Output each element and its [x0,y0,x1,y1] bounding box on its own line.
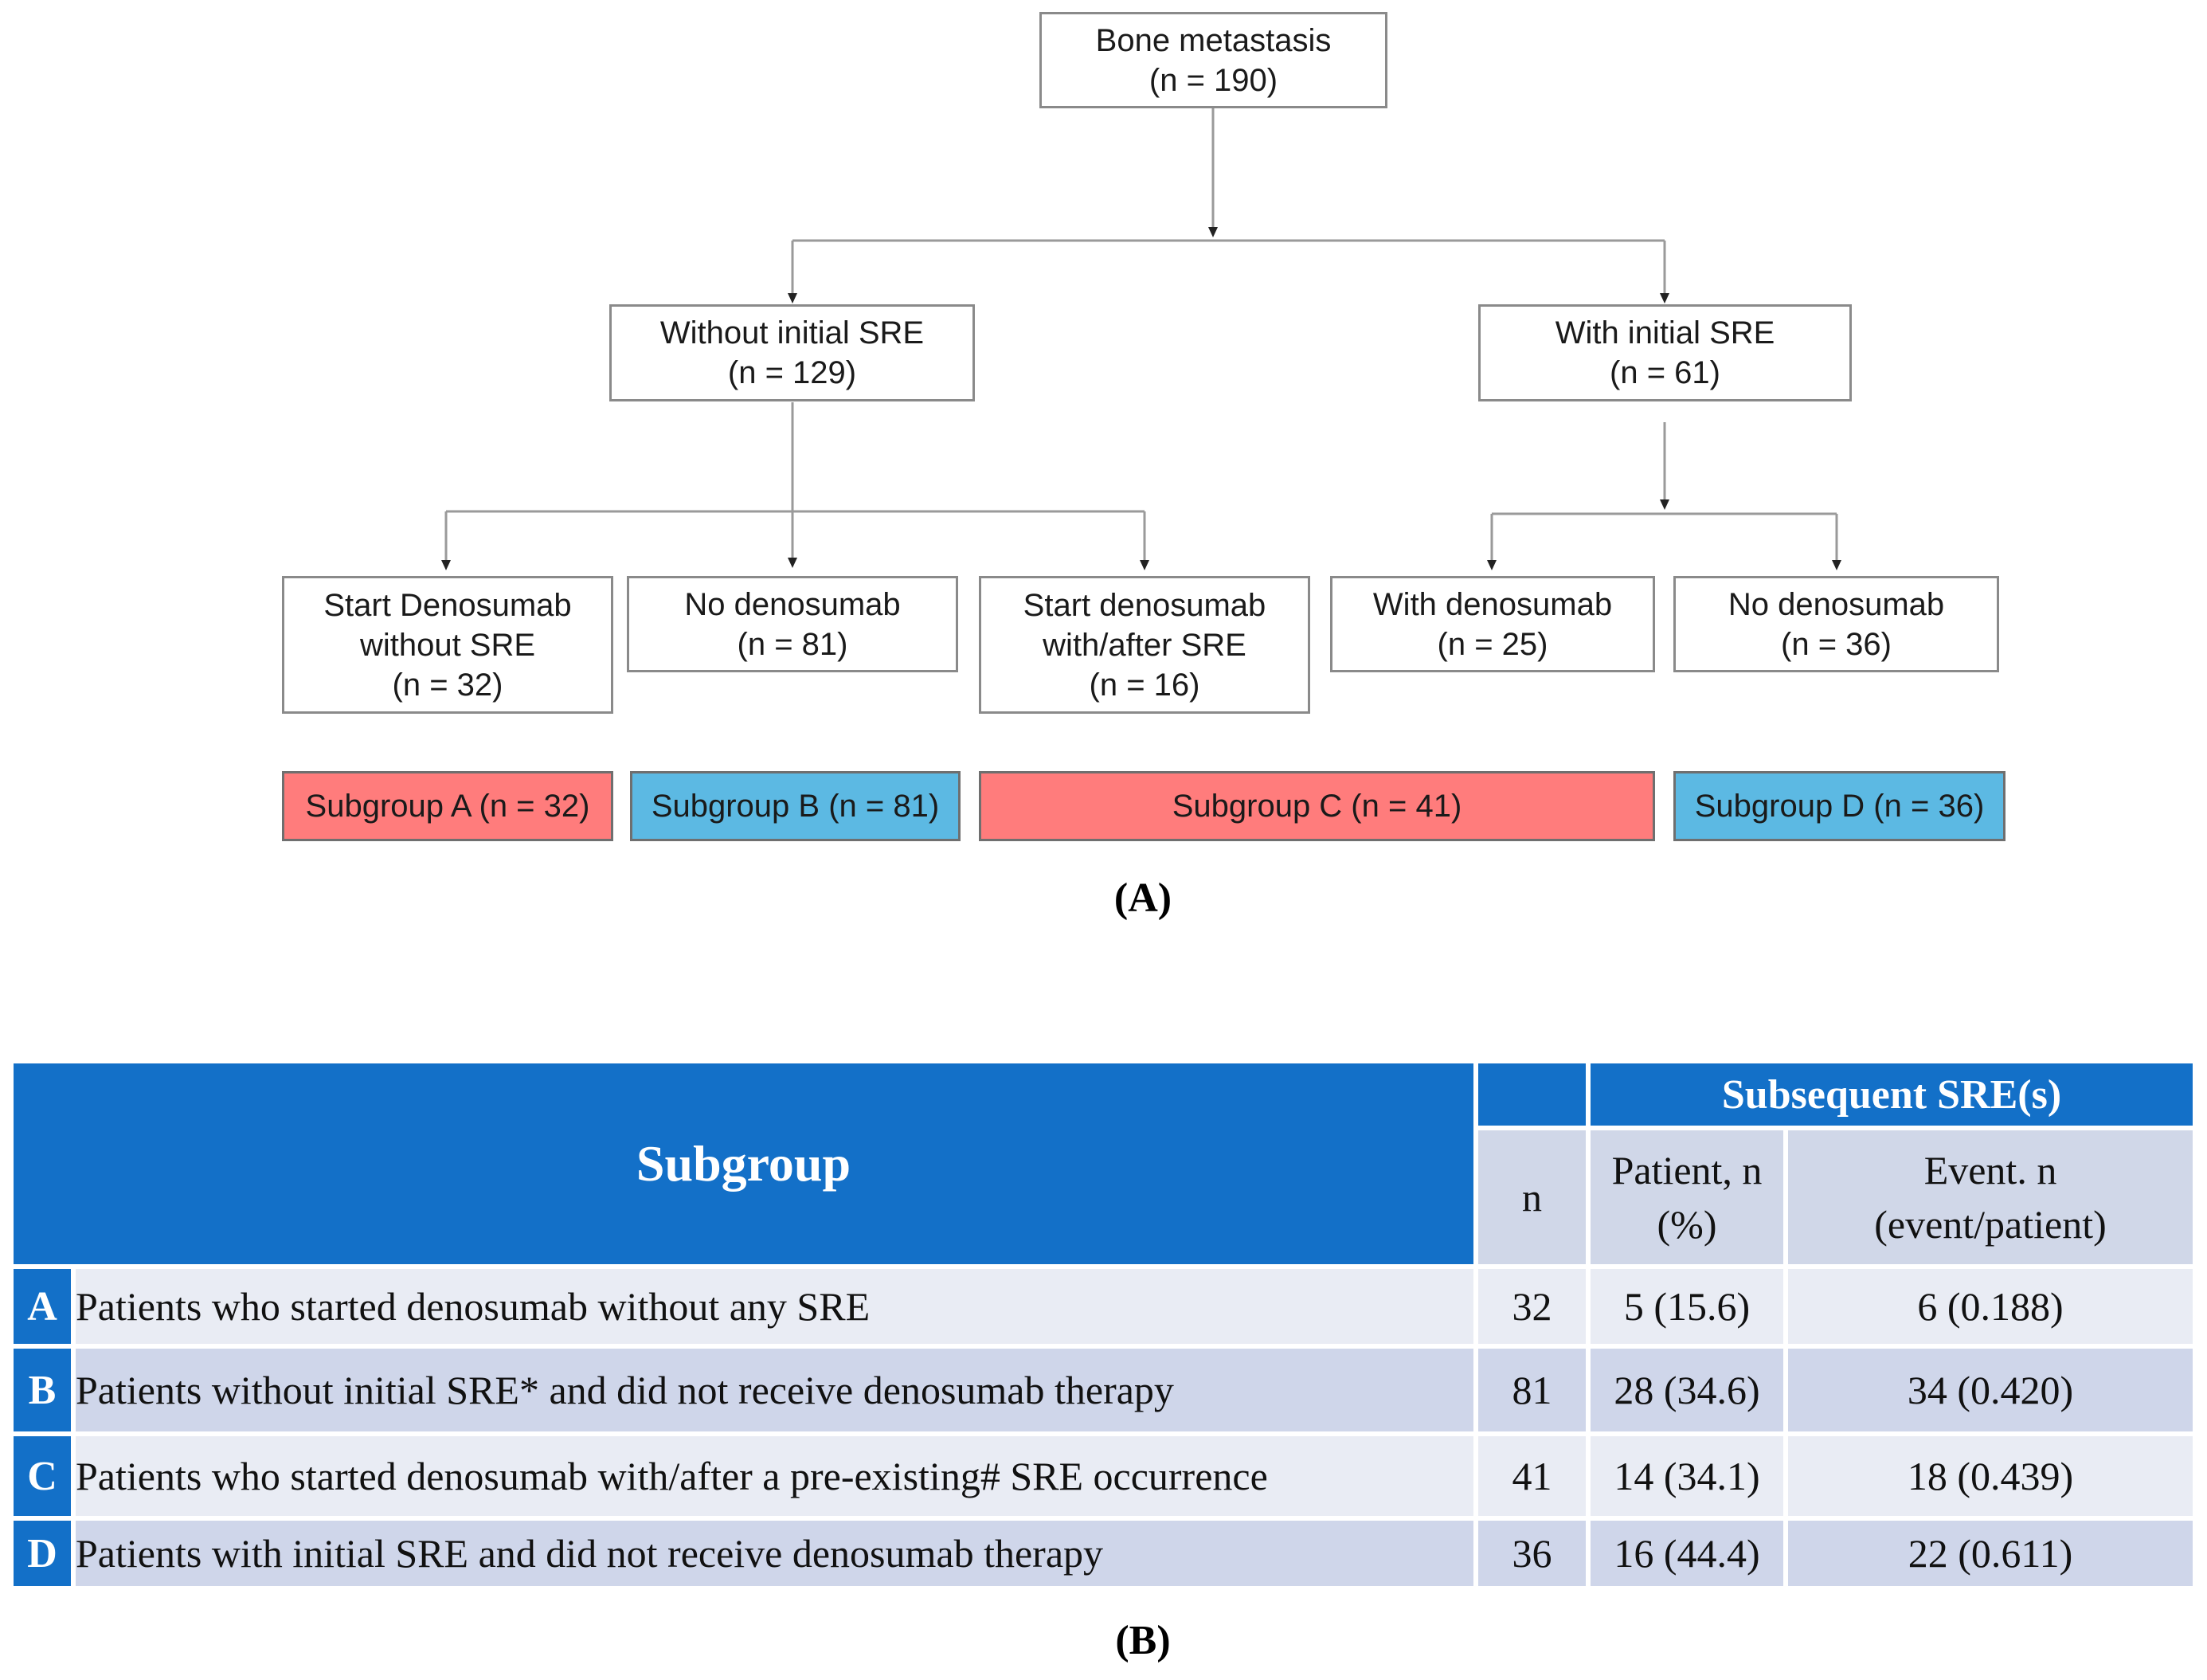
row-letter: B [14,1349,76,1436]
arrowhead [1660,293,1669,303]
node-bone-metastasis: Bone metastasis (n = 190) [1039,12,1387,108]
header-event: Event. n (event/patient) [1788,1130,2198,1269]
node-count: (n = 190) [1149,62,1278,98]
arrowhead [788,558,797,568]
node-label: without SRE [359,627,536,663]
arrowhead [1208,227,1218,237]
table-row: C Patients who started denosumab with/af… [14,1436,2198,1521]
node-count: (n = 25) [1437,626,1548,662]
node-label: With initial SRE [1555,315,1775,350]
row-event: 18 (0.439) [1788,1436,2198,1521]
subgroup-c-bar: Subgroup C (n = 41) [979,771,1655,841]
arrowhead [1660,499,1669,510]
node-count: (n = 36) [1781,626,1892,662]
header-patient-line1: Patient, n [1611,1148,1763,1192]
node-label: with/after SRE [1043,627,1246,663]
row-n: 36 [1478,1521,1591,1591]
caption-b: (B) [1115,1618,1171,1663]
subgroup-table: Subgroup Subsequent SRE(s) n Patient, n … [14,1063,2198,1591]
arrowhead [1487,560,1497,570]
node-count: (n = 61) [1610,355,1720,390]
arrowhead [788,293,797,303]
node-start-denosumab-without-sre: Start Denosumab without SRE (n = 32) [282,576,613,714]
table-subheader-row: n Patient, n (%) Event. n (event/patient… [14,1130,2198,1269]
table-row: B Patients without initial SRE* and did … [14,1349,2198,1436]
row-description: Patients who started denosumab with/afte… [76,1436,1478,1521]
header-event-line1: Event. n [1923,1148,2057,1192]
node-count: (n = 16) [1089,667,1200,703]
header-subsequent-sre: Subsequent SRE(s) [1591,1063,2198,1130]
row-n: 41 [1478,1436,1591,1521]
node-label: No denosumab [1728,586,1945,622]
header-n: n [1478,1130,1591,1269]
header-subgroup: Subgroup [14,1063,1478,1269]
header-patient-line2: (%) [1657,1202,1717,1247]
node-with-initial-sre: With initial SRE (n = 61) [1478,304,1852,401]
node-label: Without initial SRE [659,315,925,350]
row-description: Patients without initial SRE* and did no… [76,1349,1478,1436]
node-label: No denosumab [684,586,901,622]
arrowhead [1140,560,1149,570]
table-row: A Patients who started denosumab without… [14,1269,2198,1349]
arrowhead [441,560,451,570]
row-event: 34 (0.420) [1788,1349,2198,1436]
row-event: 22 (0.611) [1788,1521,2198,1591]
row-n: 32 [1478,1269,1591,1349]
subgroup-a-bar: Subgroup A (n = 32) [282,771,613,841]
subgroup-b-bar: Subgroup B (n = 81) [630,771,961,841]
row-description: Patients who started denosumab without a… [76,1269,1478,1349]
row-patient: 28 (34.6) [1591,1349,1788,1436]
header-patient: Patient, n (%) [1591,1130,1788,1269]
arrowhead [1832,560,1841,570]
row-letter: C [14,1436,76,1521]
row-patient: 5 (15.6) [1591,1269,1788,1349]
node-no-denosumab-b: No denosumab (n = 81) [627,576,958,672]
sre-table: Subgroup Subsequent SRE(s) n Patient, n … [14,1063,2198,1591]
row-description: Patients with initial SRE and did not re… [76,1521,1478,1591]
table-row: D Patients with initial SRE and did not … [14,1521,2198,1591]
row-patient: 14 (34.1) [1591,1436,1788,1521]
row-event: 6 (0.188) [1788,1269,2198,1349]
table-header-row: Subgroup Subsequent SRE(s) [14,1063,2198,1269]
node-label: Start denosumab [1023,587,1266,623]
caption-a: (A) [1113,875,1172,921]
node-start-denosumab-with-after-sre: Start denosumab with/after SRE (n = 16) [979,576,1310,714]
subgroup-d-bar: Subgroup D (n = 36) [1673,771,2005,841]
flowchart-connectors [441,108,1841,570]
node-count: (n = 32) [392,667,503,703]
node-without-initial-sre: Without initial SRE (n = 129) [609,304,975,401]
node-count: (n = 129) [727,355,857,390]
node-with-denosumab: With denosumab (n = 25) [1330,576,1655,672]
node-label: Start Denosumab [323,587,572,623]
node-count: (n = 81) [737,626,848,662]
row-n: 81 [1478,1349,1591,1436]
row-letter: D [14,1521,76,1591]
row-patient: 16 (44.4) [1591,1521,1788,1591]
header-event-line2: (event/patient) [1874,1202,2107,1247]
header-blank [1478,1063,1591,1130]
row-letter: A [14,1269,76,1349]
node-no-denosumab-d: No denosumab (n = 36) [1673,576,1999,672]
node-label: With denosumab [1372,586,1613,622]
node-label: Bone metastasis [1095,22,1332,58]
